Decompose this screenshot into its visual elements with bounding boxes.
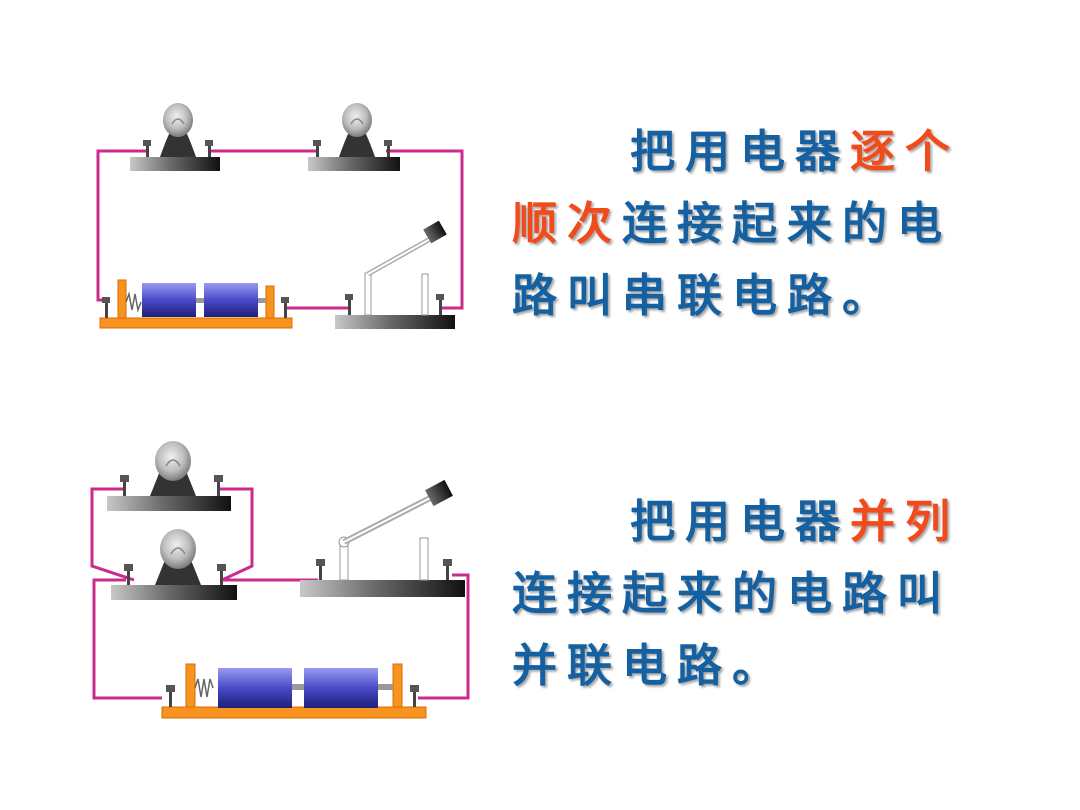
battery-pack-1 <box>99 279 293 329</box>
series-text-line2: 连接起来的电 <box>622 197 953 250</box>
parallel-circuit <box>90 441 470 719</box>
knife-switch-1 <box>335 220 455 329</box>
series-text-line3: 路叫串联电路。 <box>512 269 898 322</box>
battery-pack-2 <box>161 663 427 719</box>
series-text-highlight-2: 顺次 <box>512 197 623 250</box>
lamp-4 <box>111 529 237 600</box>
knife-switch-2 <box>300 479 465 597</box>
lamp-3 <box>107 441 231 511</box>
series-text-highlight-1: 逐个 <box>850 125 961 178</box>
parallel-text-normal: 把用电器 <box>630 495 851 548</box>
series-description: 把用电器逐个 顺次连接起来的电 路叫串联电路。 <box>512 116 960 332</box>
series-text-normal: 把用电器 <box>630 125 851 178</box>
parallel-text-line2: 连接起来的电路叫 <box>512 567 953 620</box>
lamp-2 <box>308 103 400 171</box>
parallel-text-highlight: 并列 <box>850 495 961 548</box>
parallel-description: 把用电器并列 连接起来的电路叫 并联电路。 <box>512 486 960 702</box>
lamp-1 <box>130 103 220 171</box>
parallel-text-line3: 并联电路。 <box>512 639 788 692</box>
series-circuit <box>96 103 464 329</box>
